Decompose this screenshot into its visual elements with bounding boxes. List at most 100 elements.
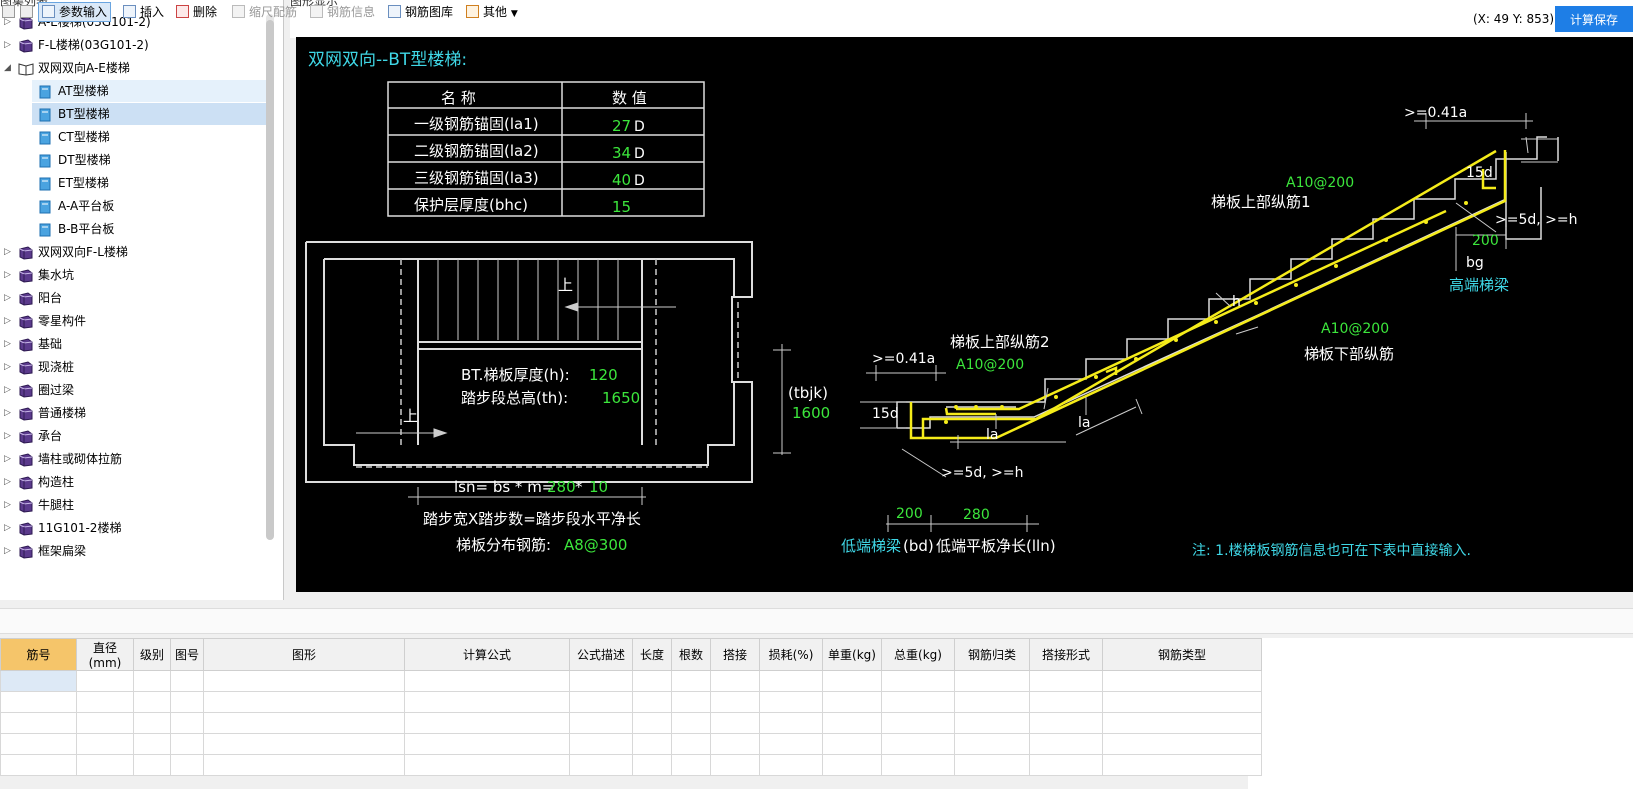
grid-header-cell[interactable]: 搭接形式 xyxy=(1029,638,1103,671)
grid-header-cell[interactable]: 根数 xyxy=(671,638,711,671)
grid-cell[interactable] xyxy=(710,754,760,776)
table-row[interactable] xyxy=(0,691,1262,713)
tree-item[interactable]: ▷集水坑 xyxy=(0,264,262,286)
grid-header-cell[interactable]: 公式描述 xyxy=(569,638,633,671)
tree-item[interactable]: B-B平台板 xyxy=(0,218,262,240)
grid-cell[interactable] xyxy=(1102,691,1262,713)
grid-cell[interactable] xyxy=(632,670,672,692)
grid-cell[interactable] xyxy=(632,754,672,776)
grid-cell[interactable] xyxy=(710,691,760,713)
grid-cell[interactable] xyxy=(1029,712,1103,734)
grid-header-cell[interactable]: 钢筋归类 xyxy=(954,638,1030,671)
rebar-info-button[interactable]: 钢筋信息 xyxy=(310,3,375,21)
grid-cell[interactable] xyxy=(76,733,134,755)
table-row[interactable] xyxy=(0,754,1262,776)
grid-cell[interactable] xyxy=(671,754,711,776)
scale-rebar-button[interactable]: 缩尺配筋 xyxy=(232,3,297,21)
grid-header-cell[interactable]: 长度 xyxy=(632,638,672,671)
other-menu-button[interactable]: 其他 ▼ xyxy=(466,3,518,21)
grid-cell[interactable] xyxy=(1029,670,1103,692)
grid-cell[interactable] xyxy=(954,691,1030,713)
grid-cell[interactable] xyxy=(170,733,204,755)
tree-item[interactable]: CT型楼梯 xyxy=(0,126,262,148)
expand-arrow-icon[interactable]: ▷ xyxy=(4,454,11,464)
tree-scrollbar-thumb[interactable] xyxy=(266,20,274,540)
expand-arrow-icon[interactable]: ▷ xyxy=(4,500,11,510)
grid-cell[interactable] xyxy=(1029,691,1103,713)
grid-cell[interactable] xyxy=(404,733,570,755)
grid-cell[interactable] xyxy=(710,733,760,755)
collapse-arrow-icon[interactable]: ◢ xyxy=(4,63,11,73)
grid-cell[interactable] xyxy=(170,712,204,734)
expand-arrow-icon[interactable]: ▷ xyxy=(4,385,11,395)
tree-item[interactable]: ET型楼梯 xyxy=(0,172,262,194)
grid-header-cell[interactable]: 图形 xyxy=(203,638,405,671)
grid-header-cell[interactable]: 图号 xyxy=(170,638,204,671)
grid-cell[interactable] xyxy=(632,691,672,713)
grid-cell[interactable] xyxy=(76,670,134,692)
tree-item[interactable]: ▷零星构件 xyxy=(0,310,262,332)
grid-cell[interactable] xyxy=(76,691,134,713)
rebar-library-button[interactable]: 钢筋图库 xyxy=(388,3,453,21)
table-row[interactable] xyxy=(0,712,1262,734)
grid-cell[interactable] xyxy=(569,733,633,755)
grid-header-cell[interactable]: 搭接 xyxy=(710,638,760,671)
expand-arrow-icon[interactable]: ▷ xyxy=(4,316,11,326)
tree-item[interactable]: ▷基础 xyxy=(0,333,262,355)
grid-cell[interactable] xyxy=(822,754,882,776)
grid-cell[interactable] xyxy=(569,670,633,692)
grid-cell[interactable] xyxy=(0,670,77,692)
grid-cell[interactable] xyxy=(203,670,405,692)
table-row[interactable] xyxy=(0,670,1262,692)
grid-cell[interactable] xyxy=(0,712,77,734)
tree-item[interactable]: ▷现浇桩 xyxy=(0,356,262,378)
grid-cell[interactable] xyxy=(881,733,955,755)
grid-cell[interactable] xyxy=(203,691,405,713)
grid-cell[interactable] xyxy=(170,670,204,692)
grid-header-cell[interactable]: 直径(mm) xyxy=(76,638,134,671)
tree-item[interactable]: ▷圈过梁 xyxy=(0,379,262,401)
grid-cell[interactable] xyxy=(404,691,570,713)
grid-cell[interactable] xyxy=(954,754,1030,776)
grid-cell[interactable] xyxy=(881,691,955,713)
tree-item[interactable]: A-A平台板 xyxy=(0,195,262,217)
grid-cell[interactable] xyxy=(759,712,823,734)
expand-arrow-icon[interactable]: ▷ xyxy=(4,40,11,50)
grid-cell[interactable] xyxy=(133,733,171,755)
tree-item[interactable]: ▷11G101-2楼梯 xyxy=(0,517,262,539)
grid-cell[interactable] xyxy=(822,691,882,713)
grid-cell[interactable] xyxy=(1102,733,1262,755)
grid-cell[interactable] xyxy=(759,670,823,692)
grid-header-cell[interactable]: 总重(kg) xyxy=(881,638,955,671)
params-input-button[interactable]: 参数输入 xyxy=(38,2,112,22)
grid-cell[interactable] xyxy=(954,733,1030,755)
grid-cell[interactable] xyxy=(404,712,570,734)
tree-item[interactable]: ▷牛腿柱 xyxy=(0,494,262,516)
grid-header-cell[interactable]: 单重(kg) xyxy=(822,638,882,671)
grid-header-cell[interactable]: 计算公式 xyxy=(404,638,570,671)
expand-arrow-icon[interactable]: ▷ xyxy=(4,362,11,372)
move-up-icon[interactable] xyxy=(2,3,19,21)
grid-header-cell[interactable]: 损耗(%) xyxy=(759,638,823,671)
tree-item[interactable]: ▷构造柱 xyxy=(0,471,262,493)
grid-cell[interactable] xyxy=(632,733,672,755)
grid-cell[interactable] xyxy=(0,754,77,776)
grid-cell[interactable] xyxy=(822,712,882,734)
expand-arrow-icon[interactable]: ▷ xyxy=(4,431,11,441)
grid-cell[interactable] xyxy=(881,754,955,776)
tree-item[interactable]: ▷框架扁梁 xyxy=(0,540,262,562)
grid-cell[interactable] xyxy=(759,754,823,776)
expand-arrow-icon[interactable]: ▷ xyxy=(4,293,11,303)
grid-cell[interactable] xyxy=(0,691,77,713)
tree-item[interactable]: ◢双网双向A-E楼梯 xyxy=(0,57,262,79)
grid-cell[interactable] xyxy=(1102,712,1262,734)
grid-cell[interactable] xyxy=(203,733,405,755)
grid-cell[interactable] xyxy=(671,733,711,755)
expand-arrow-icon[interactable]: ▷ xyxy=(4,339,11,349)
expand-arrow-icon[interactable]: ▷ xyxy=(4,247,11,257)
grid-header-cell[interactable]: 筋号 xyxy=(0,638,77,671)
grid-cell[interactable] xyxy=(881,670,955,692)
grid-cell[interactable] xyxy=(1029,733,1103,755)
expand-arrow-icon[interactable]: ▷ xyxy=(4,17,11,27)
